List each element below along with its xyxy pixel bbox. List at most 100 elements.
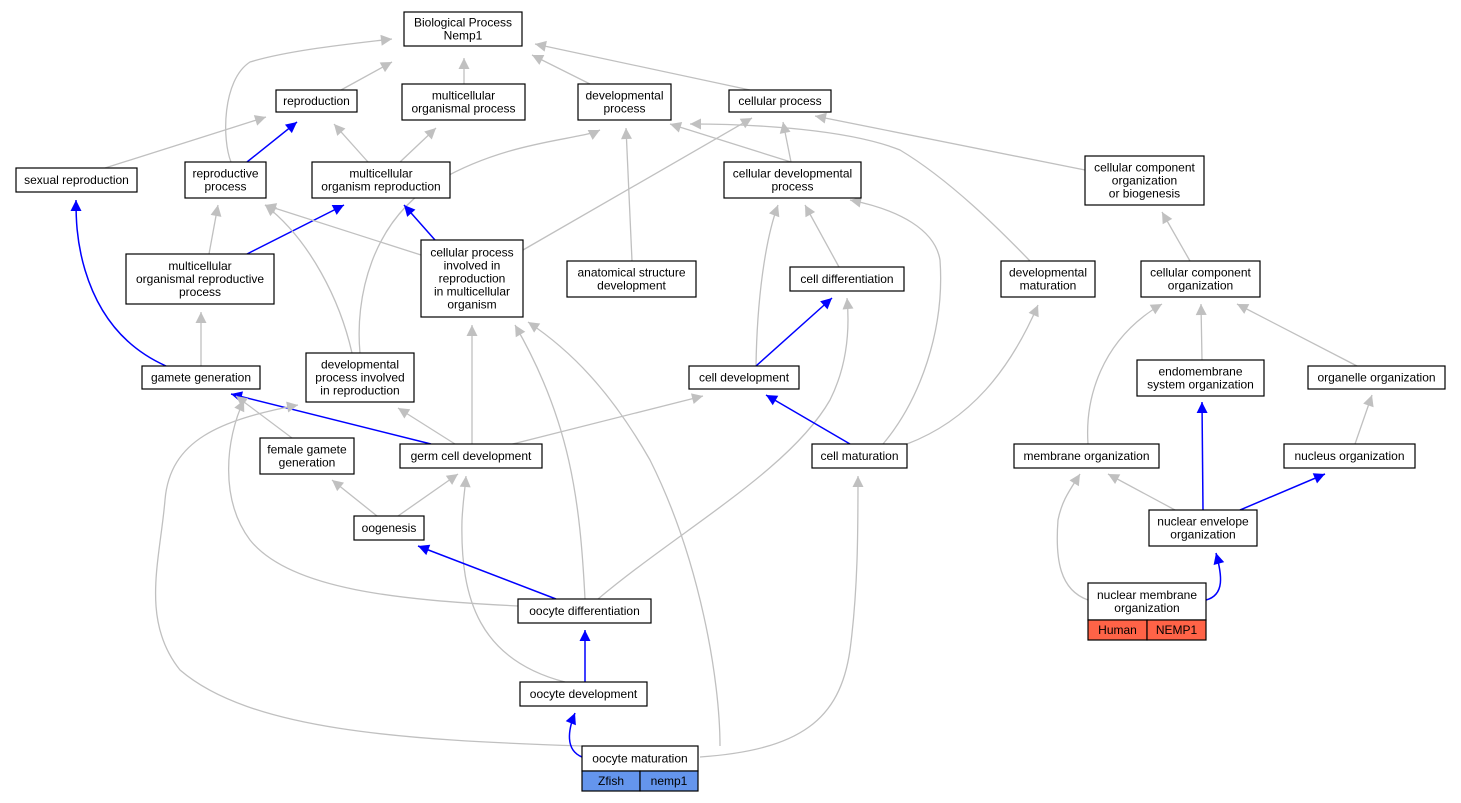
edge-arrowhead [445, 474, 458, 485]
edge-inferred [699, 475, 859, 758]
node-gamete-generation[interactable]: gamete generation [141, 365, 261, 390]
edge-arrowhead [535, 40, 547, 52]
gene-label: NEMP1 [1156, 623, 1198, 637]
node-label: developmental [1009, 266, 1087, 280]
species-label: Human [1098, 623, 1137, 637]
graph-edges [70, 34, 1374, 758]
edge-inferred [228, 399, 519, 607]
edge-inferred [814, 115, 1086, 171]
node-label: membrane organization [1023, 449, 1149, 463]
node-germ-cell-dev[interactable]: germ cell development [399, 443, 543, 469]
node-box [275, 89, 358, 113]
node-label: developmental [321, 358, 399, 372]
node-oogenesis[interactable]: oogenesis [353, 515, 425, 541]
edge-inferred [625, 127, 633, 262]
edge-arrowhead [670, 122, 683, 133]
edge-arrowhead [779, 122, 791, 134]
edge-arrowhead [459, 476, 471, 488]
node-label: anatomical structure [577, 266, 685, 280]
node-reproduction[interactable]: reproduction [275, 89, 358, 113]
edge-arrowhead [579, 630, 591, 641]
edge-arrowhead [286, 401, 298, 413]
edge-direct [765, 394, 851, 445]
node-label: cellular developmental [733, 167, 852, 181]
node-oocyte-dev[interactable]: oocyte development [519, 681, 648, 707]
node-cell-development[interactable]: cell development [688, 365, 800, 390]
node-label: oocyte development [530, 687, 638, 701]
node-label: oocyte differentiation [529, 604, 640, 618]
node-cell-differentiation[interactable]: cell differentiation [789, 266, 905, 292]
node-box [789, 266, 905, 292]
edge-direct [75, 199, 167, 367]
edge-arrowhead [70, 200, 82, 211]
node-label: system organization [1147, 378, 1254, 392]
edge-direct [1201, 401, 1204, 511]
node-membrane-org[interactable]: membrane organization [1013, 443, 1160, 469]
edge-inferred [514, 324, 586, 600]
node-label: process [771, 180, 813, 194]
edge-inferred [397, 407, 456, 445]
node-organelle-org[interactable]: organelle organization [1307, 365, 1446, 390]
edge-arrowhead [1195, 304, 1207, 316]
node-cellular-process[interactable]: cellular process [728, 89, 832, 113]
node-oocyte-diff[interactable]: oocyte differentiation [517, 598, 652, 624]
node-box [566, 260, 697, 298]
edge-inferred [669, 123, 792, 163]
node-label: reproduction [283, 94, 350, 108]
edge-inferred [154, 404, 583, 747]
node-label: in multicellular [434, 285, 510, 299]
edge-arrowhead [234, 400, 245, 413]
edge-direct [417, 545, 557, 600]
node-label: maturation [1020, 279, 1077, 293]
node-box [125, 253, 275, 305]
edge-arrowhead [404, 205, 416, 217]
edge-direct [246, 204, 345, 255]
node-box [811, 443, 908, 469]
node-label: organization [1170, 528, 1235, 542]
edge-inferred [1056, 473, 1089, 601]
node-cell-maturation[interactable]: cell maturation [811, 443, 908, 469]
edge-arrowhead [690, 393, 703, 405]
gene-label: nemp1 [651, 774, 688, 788]
node-label: nuclear envelope [1157, 515, 1249, 529]
node-sexual-reproduction[interactable]: sexual reproduction [15, 167, 138, 193]
edge-arrowhead [820, 298, 832, 310]
species-label: Zfish [598, 774, 624, 788]
node-label: reproductive [192, 167, 258, 181]
node-nucleus-org[interactable]: nucleus organization [1283, 443, 1416, 469]
node-label: Nemp1 [444, 29, 483, 43]
edge-arrowhead [466, 325, 478, 336]
edge-arrowhead [1162, 212, 1173, 225]
edge-inferred [264, 204, 422, 256]
edge-arrowhead [532, 55, 545, 65]
edge-inferred [522, 117, 753, 251]
edge-arrowhead [210, 205, 222, 217]
node-label: germ cell development [411, 449, 532, 463]
edge-arrowhead [1312, 473, 1325, 484]
edge-arrowhead [565, 713, 576, 726]
node-label: cell development [699, 371, 790, 385]
edge-direct [1239, 473, 1326, 511]
node-label: organismal process [411, 102, 515, 116]
edge-inferred [104, 116, 267, 169]
edge-arrowhead [621, 128, 632, 140]
edge-arrowhead [332, 480, 345, 492]
